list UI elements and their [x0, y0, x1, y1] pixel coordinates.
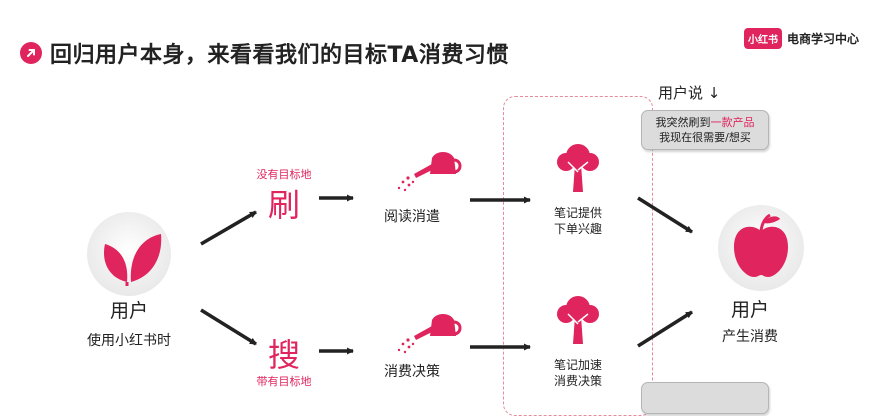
search-note: 带有目标地 — [256, 375, 312, 388]
result-circle — [718, 205, 804, 291]
arrow-down-icon: ↓ — [707, 84, 721, 102]
note-interest: 笔记提供 下单兴趣 — [538, 205, 618, 237]
note-interest-line1: 笔记提供 — [553, 206, 602, 220]
note-accelerate-line2: 消费决策 — [553, 374, 602, 388]
user-label: 用户 — [109, 300, 148, 322]
search-label: 搜 — [267, 336, 300, 374]
speech-bubble: 我突然刷到一款产品 我现在很需要/想买 — [641, 110, 769, 150]
user-says-label: 用户说 ↓ — [658, 82, 720, 103]
page-title: 回归用户本身，来看看我们的目标TA消费习惯 — [50, 43, 509, 68]
brand: 小红书 电商学习中心 — [744, 28, 859, 49]
note-accelerate: 笔记加速 消费决策 — [538, 357, 618, 389]
user-sub: 使用小红书时 — [87, 333, 171, 349]
result-label: 用户 — [730, 299, 769, 321]
bubble-line2: 我现在很需要/想买 — [659, 131, 751, 144]
arrow-user-to-search — [200, 308, 257, 346]
bubble-line1: 我突然刷到一款产品 — [642, 115, 768, 130]
arrow-note-to-result — [637, 196, 693, 234]
arrow-user-to-brush — [200, 210, 257, 246]
tree-icon — [557, 144, 599, 192]
consume-decide-label: 消费决策 — [384, 364, 440, 380]
speech-bubble-partial — [641, 382, 769, 414]
watering-can-icon — [397, 152, 462, 192]
note-accelerate-line1: 笔记加速 — [553, 358, 602, 372]
brand-logo: 小红书 — [744, 28, 782, 49]
flow-arrows — [200, 194, 693, 355]
result-sub: 产生消费 — [722, 329, 778, 345]
user-circle — [87, 212, 171, 296]
bubble-highlight: 一款产品 — [710, 116, 755, 129]
tree-icon — [557, 296, 599, 344]
brush-label: 刷 — [267, 186, 300, 224]
arrow-note2-to-result — [637, 310, 693, 348]
arrow-up-right-icon — [20, 42, 42, 64]
brand-text: 电商学习中心 — [787, 32, 860, 46]
leaf-icon — [103, 234, 162, 286]
user-says-text: 用户说 — [658, 84, 704, 102]
apple-icon — [734, 213, 788, 277]
browse-label: 阅读消遣 — [384, 209, 440, 225]
brush-note: 没有目标地 — [256, 168, 312, 181]
note-interest-line2: 下单兴趣 — [553, 222, 602, 236]
bubble-pre: 我突然刷到 — [655, 116, 711, 129]
title-row: 回归用户本身，来看看我们的目标TA消费习惯 — [20, 36, 509, 70]
watering-can-icon — [397, 314, 462, 354]
